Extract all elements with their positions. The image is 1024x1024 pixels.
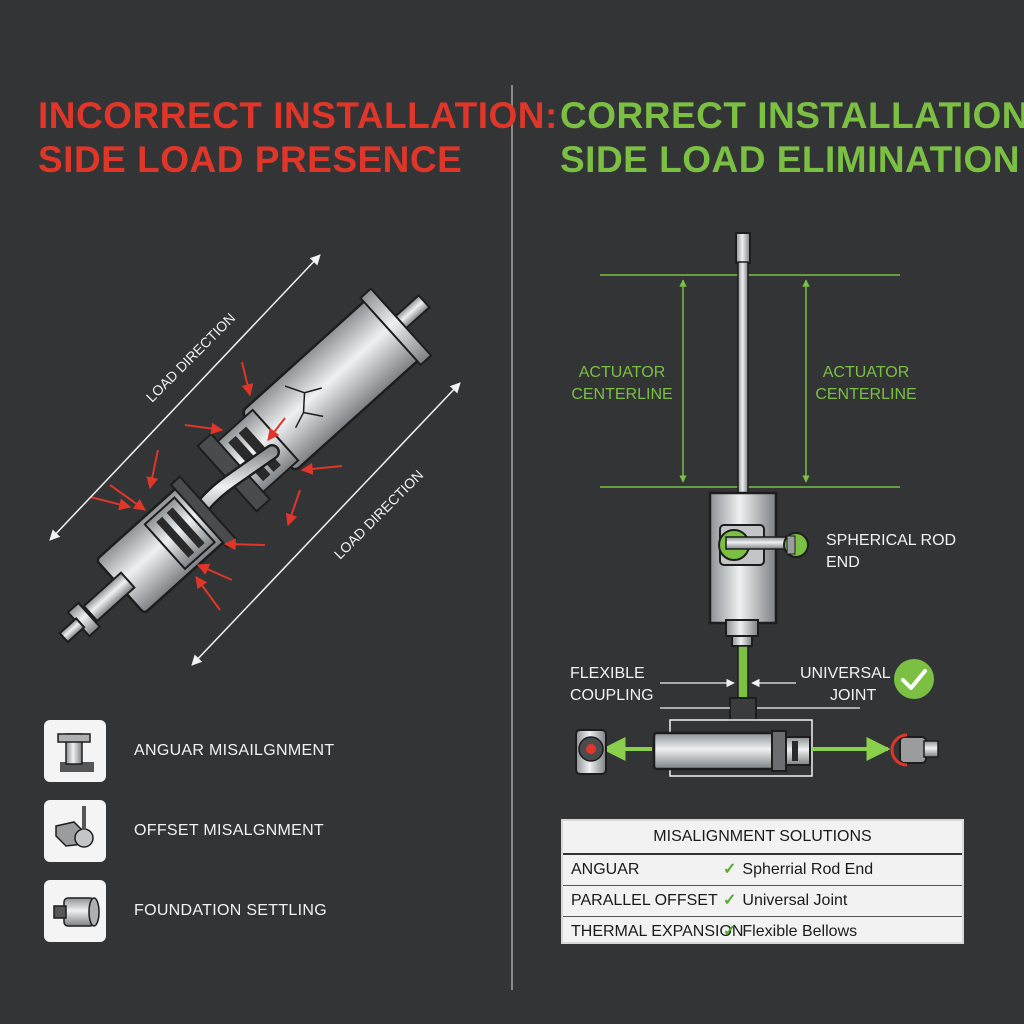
flexible-coupling-label-2: COUPLING — [570, 687, 654, 704]
legend-label: FOUNDATION SETTLING — [134, 902, 327, 919]
title-right-line2: SIDE LOAD ELIMINATION — [560, 139, 1020, 180]
solution-text: Universal Joint — [742, 892, 848, 909]
table-row: PARALLEL OFFSET ✓ Universal Joint — [563, 886, 962, 917]
check-icon: ✓ — [723, 892, 737, 909]
load-direction-line-upper — [49, 254, 321, 541]
legend-label: ANGUAR MISAILGNMENT — [134, 742, 335, 759]
universal-joint-label-2: JOINT — [830, 687, 876, 704]
check-icon: ✓ — [723, 923, 737, 940]
red-pivot-icon — [586, 744, 596, 754]
check-circle-icon — [894, 659, 934, 699]
check-icon: ✓ — [723, 861, 737, 878]
flexible-shaft — [737, 645, 749, 701]
spherical-rod-end-label-1: SPHERICAL ROD — [826, 532, 956, 549]
angular-bracket-icon — [44, 720, 106, 782]
title-left-line1: INCORRECT INSTALLATION: — [38, 95, 558, 136]
title-left-line2: SIDE LOAD PRESENCE — [38, 139, 463, 180]
legend-item-angular: ANGUAR MISAILGNMENT — [44, 720, 504, 784]
table-cell-problem: THERMAL EXPANSION — [571, 923, 744, 940]
table-cell-problem: ANGUAR — [571, 861, 640, 878]
legend-label: OFFSET MISALGNMENT — [134, 822, 325, 839]
cylinder-settle-icon — [44, 880, 106, 942]
legend-item-foundation: FOUNDATION SETTLING — [44, 880, 504, 944]
table-cell-solution: ✓ Flexible Bellows — [723, 917, 857, 947]
centerline-label-left-2: CENTERLINE — [571, 386, 672, 403]
table-row: ANGUAR ✓ Spherrial Rod End — [563, 855, 962, 886]
table-cell-problem: PARALLEL OFFSET — [571, 892, 718, 909]
table-cell-solution: ✓ Spherrial Rod End — [723, 855, 873, 885]
correct-installation-title: CORRECT INSTALLATION: SIDE LOAD ELIMINAT… — [560, 94, 1024, 182]
aligned-actuator: ACTUATOR CENTERLINE ACTUATOR CENTERLINE … — [570, 232, 956, 777]
misalignment-solutions-table: MISALIGNMENT SOLUTIONS ANGUAR ✓ Spherrial… — [561, 819, 964, 944]
table-row: THERMAL EXPANSION ✓ Flexible Bellows — [563, 917, 962, 947]
title-right-line1: CORRECT INSTALLATION: — [560, 95, 1024, 136]
misaligned-actuator: LOAD DIRECTION LOAD DIRECTION — [49, 254, 461, 666]
universal-joint-label-1: UNIVERSAL — [800, 665, 891, 682]
centerline-label-right-2: CENTERLINE — [815, 386, 916, 403]
spherical-rod-end-label-2: END — [826, 554, 860, 571]
flexible-coupling-label-1: FLEXIBLE — [570, 665, 645, 682]
centerline-label-left-1: ACTUATOR — [579, 364, 666, 381]
table-cell-solution: ✓ Universal Joint — [723, 886, 847, 916]
incorrect-installation-title: INCORRECT INSTALLATION: SIDE LOAD PRESEN… — [38, 94, 558, 182]
load-direction-label-lower: LOAD DIRECTION — [331, 467, 426, 562]
centerline-label-right-1: ACTUATOR — [823, 364, 910, 381]
offset-clamp-icon — [44, 800, 106, 862]
load-direction-line-lower — [191, 382, 461, 666]
solution-text: Flexible Bellows — [742, 923, 858, 940]
legend-item-offset: OFFSET MISALGNMENT — [44, 800, 504, 864]
table-header: MISALIGNMENT SOLUTIONS — [563, 821, 962, 855]
solution-text: Spherrial Rod End — [742, 861, 874, 878]
